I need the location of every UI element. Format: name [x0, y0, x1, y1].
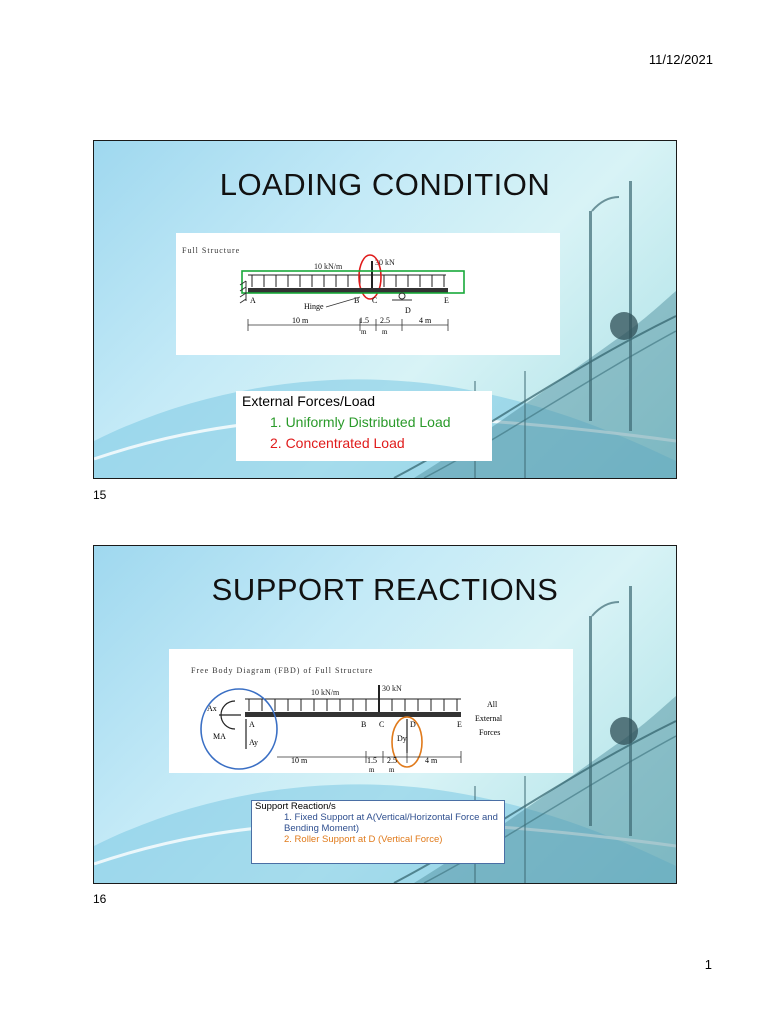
- dim-cd: 2.5: [387, 756, 397, 765]
- dim-bc: 1.5: [367, 756, 377, 765]
- dim-unit-cd: m: [382, 328, 388, 336]
- dim-de: 4 m: [419, 316, 432, 325]
- support-reactions-box: Support Reaction/s 1. Fixed Support at A…: [251, 800, 505, 864]
- point-e: E: [444, 296, 449, 305]
- point-b: B: [354, 296, 359, 305]
- udl-label: 10 kN/m: [311, 688, 340, 697]
- moment-ma-arrow: [220, 700, 236, 730]
- list-item: 1. Uniformly Distributed Load: [270, 414, 451, 430]
- point-d: D: [405, 306, 411, 315]
- point-load-label: 30 kN: [375, 258, 395, 267]
- point-c: C: [379, 720, 384, 729]
- roller-support-d: [398, 292, 406, 300]
- udl-marker: [241, 270, 465, 294]
- dim-cd: 2.5: [380, 316, 390, 325]
- point-b: B: [361, 720, 366, 729]
- reaction-list: 1. Fixed Support at A(Vertical/Horizonta…: [252, 812, 504, 845]
- reaction-ay-label: Ay: [249, 738, 258, 747]
- beam: [245, 712, 461, 717]
- text-heading: External Forces/Load: [242, 393, 376, 409]
- dim-unit-bc: m: [361, 328, 367, 336]
- slide-title: LOADING CONDITION: [219, 167, 551, 202]
- dim-ab: 10 m: [292, 316, 309, 325]
- beam: [248, 288, 448, 293]
- figure-caption: Full Structure: [182, 246, 240, 255]
- side-note-line: All: [487, 700, 498, 709]
- point-load-label: 30 kN: [382, 684, 402, 693]
- dimension-line: [247, 319, 449, 331]
- point-c: C: [372, 296, 377, 305]
- slide-15: LOADING CONDITION Full Structure 10 kN/m…: [93, 140, 677, 479]
- side-note-line: External: [475, 714, 503, 723]
- hinge-label: Hinge: [304, 302, 324, 311]
- reaction-dy-label: Dy: [397, 734, 407, 743]
- dim-bc: 1.5: [359, 316, 369, 325]
- point-d: D: [410, 720, 416, 729]
- side-note-line: Forces: [479, 728, 500, 737]
- slide-number: 15: [93, 488, 107, 502]
- reaction-ma-label: MA: [213, 732, 226, 741]
- point-e: E: [457, 720, 462, 729]
- dim-de: 4 m: [425, 756, 438, 765]
- page-number: 1: [704, 957, 712, 972]
- udl-arrows: [245, 698, 461, 711]
- fixed-support-a: [239, 280, 247, 304]
- list-item: 2. Roller Support at D (Vertical Force): [284, 834, 443, 845]
- reaction-ax-label: Ax: [207, 704, 217, 713]
- dim-unit-bc: m: [369, 766, 375, 773]
- page-date: 11/12/2021: [648, 52, 713, 67]
- udl-arrows: [248, 274, 446, 287]
- fixed-support-marker: [200, 688, 278, 770]
- external-forces-box: External Forces/Load 1. Uniformly Distri…: [236, 391, 492, 461]
- list-item: 1. Fixed Support at A(Vertical/Horizonta…: [284, 812, 498, 834]
- roller-support-marker: [391, 716, 423, 768]
- point-a: A: [250, 296, 256, 305]
- list-item: 2. Concentrated Load: [270, 435, 405, 451]
- fbd-figure: Free Body Diagram (FBD) of Full Structur…: [169, 649, 573, 773]
- concentrated-load-marker: [358, 254, 382, 300]
- slide-number: 16: [93, 892, 107, 906]
- dimension-line: [277, 751, 462, 763]
- dim-unit-cd: m: [389, 766, 395, 773]
- point-a: A: [249, 720, 255, 729]
- dim-ab: 10 m: [291, 756, 308, 765]
- structure-figure: Full Structure 10 kN/m 30 kN: [176, 233, 560, 355]
- text-heading: Support Reaction/s: [255, 801, 336, 812]
- udl-label: 10 kN/m: [314, 262, 343, 271]
- load-list: 1. Uniformly Distributed Load 2. Concent…: [236, 412, 492, 454]
- slide-16: SUPPORT REACTIONS Free Body Diagram (FBD…: [93, 545, 677, 884]
- figure-caption: Free Body Diagram (FBD) of Full Structur…: [191, 666, 373, 675]
- slide-title: SUPPORT REACTIONS: [211, 572, 559, 607]
